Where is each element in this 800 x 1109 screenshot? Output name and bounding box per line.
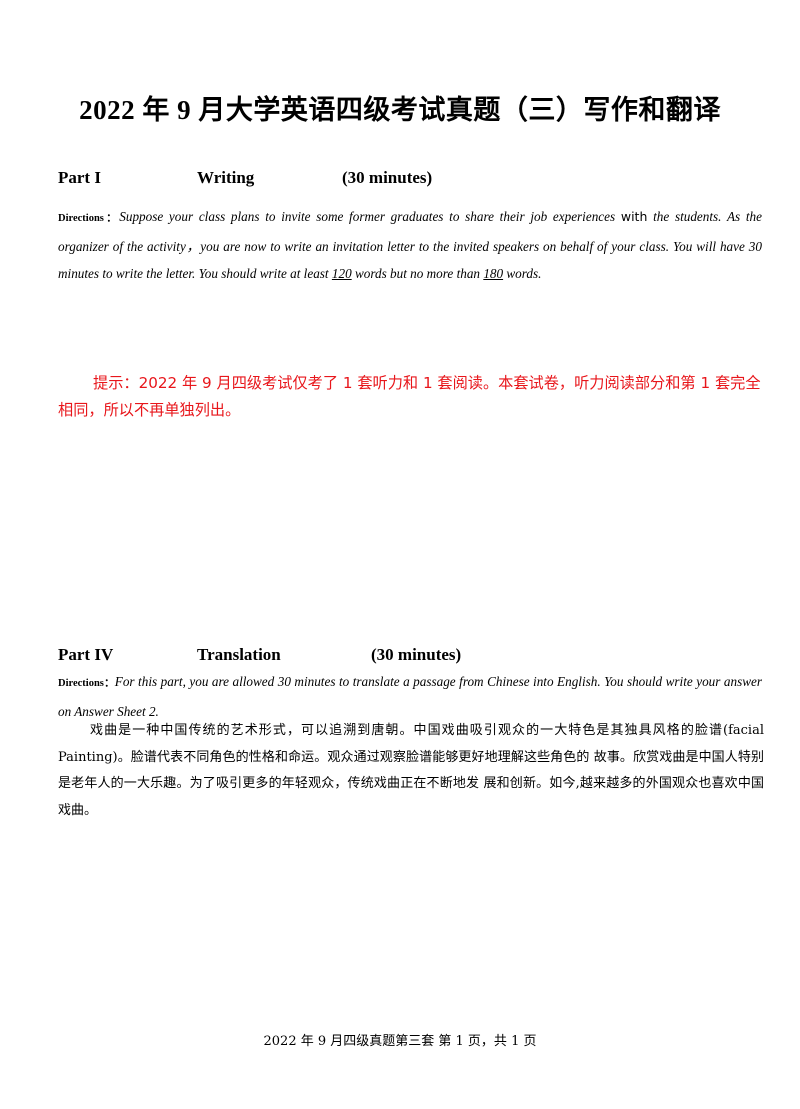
part4-label: Part IV [58, 645, 114, 664]
part4-name: Translation [197, 645, 281, 664]
part4-heading: Part IV Translation (30 minutes) [58, 645, 758, 667]
part1-time: (30 minutes) [342, 168, 433, 187]
page-footer: 2022 年 9 月四级真题第三套 第 1 页，共 1 页 [263, 1034, 537, 1049]
part1-directions-text-b: the students. As the organizer of the ac… [58, 209, 762, 281]
part1-directions: Directions：Suppose your class plans to i… [58, 203, 762, 288]
part4-directions-text: For this part, you are allowed 30 minute… [58, 674, 762, 719]
part1-heading: Part I Writing (30 minutes) [58, 168, 758, 190]
part4-directions: Directions：For this part, you are allowe… [58, 668, 762, 725]
part1-directions-text-a: Suppose your class plans to invite some … [119, 209, 621, 224]
part4-time: (30 minutes) [371, 645, 462, 664]
part1-directions-text-c: words but no more than [351, 266, 484, 281]
notice-text: 提示：2022 年 9 月四级考试仅考了 1 套听力和 1 套阅读。本套试卷，听… [58, 374, 761, 419]
part1-directions-with: with [620, 209, 648, 224]
part1-directions-text-d: words. [503, 266, 542, 281]
part4-directions-label: Directions： [58, 678, 115, 689]
part1-name: Writing [197, 168, 255, 187]
part1-label: Part I [58, 168, 101, 187]
part1-max-words: 180 [483, 266, 504, 281]
part1-min-words: 120 [331, 266, 352, 281]
page-title: 2022 年 9 月大学英语四级考试真题（三）写作和翻译 [79, 95, 721, 125]
translation-passage: 戏曲是一种中国传统的艺术形式，可以追溯到唐朝。中国戏曲吸引观众的一大特色是其独具… [58, 723, 764, 818]
part1-directions-label: Directions： [58, 213, 120, 224]
